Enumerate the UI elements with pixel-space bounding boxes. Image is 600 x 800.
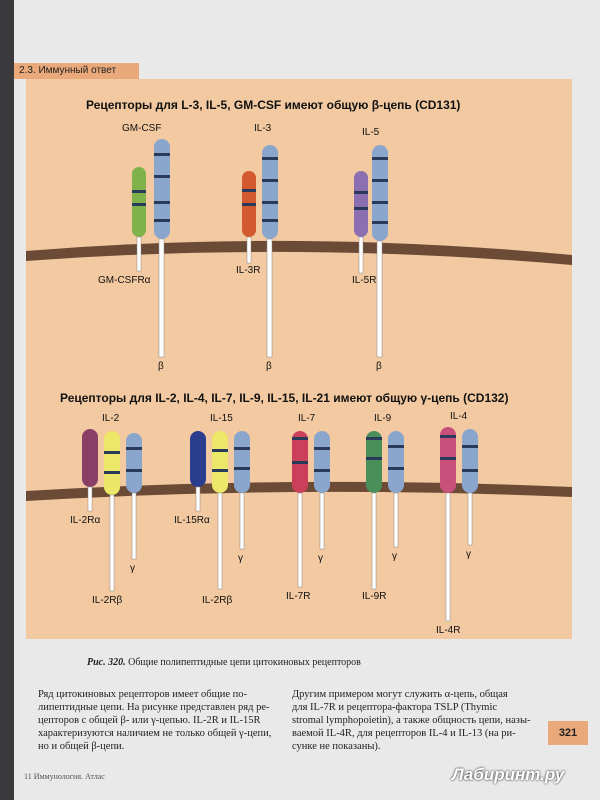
text-line: но и общей β-цепи. (38, 741, 125, 752)
label-il4: IL-4 (450, 411, 468, 422)
figure-caption: Рис. 320. Общие полипептидные цепи циток… (87, 657, 361, 668)
label-il15: IL-15 (210, 413, 233, 424)
text-line: stromal lymphopoietin), а также общность… (292, 715, 531, 726)
text-line: Ряд цитокиновых рецепторов имеет общие п… (38, 689, 247, 700)
label-gmcsfra: GM-CSFRα (98, 275, 151, 286)
label-il15ra: IL-15Rα (174, 515, 210, 526)
label-il3r: IL-3R (236, 265, 261, 276)
receptor-figure: Рецепторы для L-3, IL-5, GM-CSF имеют об… (26, 79, 572, 639)
label-gamma-3: γ (318, 553, 323, 564)
label-il2rb-1: IL-2Rβ (92, 595, 123, 606)
label-il9: IL-9 (374, 413, 392, 424)
text-line: липептидные цепи. На рисунке представлен… (38, 702, 270, 713)
il9-receptor (366, 431, 404, 590)
caption-text: Общие полипептидные цепи цитокиновых рец… (128, 657, 361, 668)
membrane-top (26, 240, 572, 265)
il5-receptor (354, 145, 388, 358)
label-il4r: IL-4R (436, 625, 461, 636)
text-line: ваемой IL-4R, для рецепторов IL-4 и IL-1… (292, 728, 516, 739)
label-il7r: IL-7R (286, 591, 311, 602)
label-gamma-2: γ (238, 553, 243, 564)
bottom-title: Рецепторы для IL-2, IL-4, IL-7, IL-9, IL… (60, 391, 509, 405)
page-number: 321 (548, 721, 588, 745)
text-line: характеризуются наличием не только общей… (38, 728, 272, 739)
footer-note: 11 Иммунология. Атлас (24, 772, 105, 781)
section-header: 2.3. Иммунный ответ (14, 63, 139, 79)
receptor-diagram (26, 139, 572, 622)
top-title: Рецепторы для L-3, IL-5, GM-CSF имеют об… (86, 98, 461, 112)
text-line: для IL-7R и рецептора-фактора TSLP (Thym… (292, 702, 498, 713)
label-gamma-5: γ (466, 549, 471, 560)
il4-receptor (440, 427, 478, 622)
text-column-left: Ряд цитокиновых рецепторов имеет общие п… (38, 688, 278, 753)
caption-prefix: Рис. 320. (87, 657, 126, 668)
label-il7: IL-7 (298, 413, 316, 424)
label-gmcsf: GM-CSF (122, 123, 162, 134)
label-il5r: IL-5R (352, 275, 377, 286)
label-il2: IL-2 (102, 413, 120, 424)
label-gamma-4: γ (392, 551, 397, 562)
text-line: цепторов с общей β- или γ-цепью. IL-2R и… (38, 715, 261, 726)
label-gamma-1: γ (130, 563, 135, 574)
label-beta-1: β (158, 361, 164, 372)
text-line: Другим примером могут служить α-цепь, об… (292, 689, 508, 700)
gmcsf-receptor (132, 139, 170, 358)
label-il9r: IL-9R (362, 591, 387, 602)
brand-watermark: Лабиринт.ру (452, 765, 565, 784)
label-il2rb-2: IL-2Rβ (202, 595, 233, 606)
text-line: сунке не показаны). (292, 741, 381, 752)
il2-receptor (82, 429, 142, 592)
text-column-right: Другим примером могут служить α-цепь, об… (292, 688, 542, 753)
label-il2ra: IL-2Rα (70, 515, 101, 526)
label-il3: IL-3 (254, 123, 272, 134)
il15-receptor (190, 431, 250, 590)
il7-receptor (292, 431, 330, 588)
label-beta-2: β (266, 361, 272, 372)
label-il5: IL-5 (362, 127, 380, 138)
il3-receptor (242, 145, 278, 358)
label-beta-3: β (376, 361, 382, 372)
